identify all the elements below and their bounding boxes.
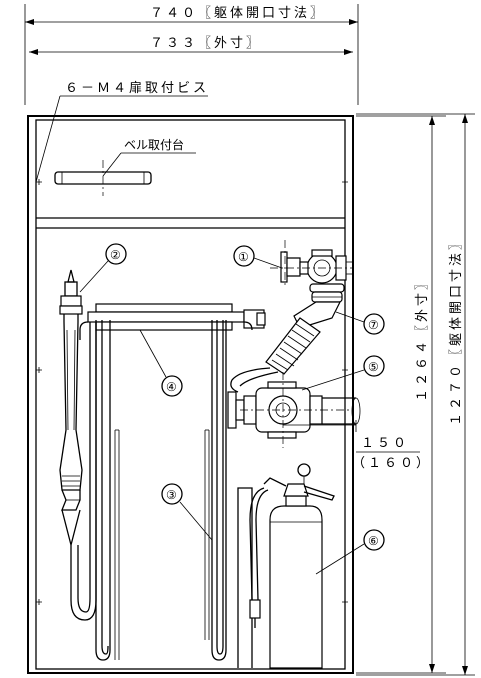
dimension-733-label: ７３３〖外寸〗: [150, 36, 262, 51]
callout-6: ⑥: [315, 529, 385, 575]
door-screw-callout: ６－Ｍ４扉取付ビス: [35, 80, 209, 183]
dimension-depth: １５０ （１６０）: [283, 420, 432, 471]
callout-7: ⑦: [335, 311, 385, 335]
dimension-body-opening-width: ７４０〖躯体開口寸法〗: [24, 4, 359, 105]
callout-3: ③: [161, 483, 213, 541]
callout-2-label: ②: [110, 248, 121, 262]
door-screw-label: ６－Ｍ４扉取付ビス: [65, 80, 209, 96]
bell-mount-label: ベル取付台: [124, 137, 184, 152]
hose-hanger: [87, 303, 266, 331]
callout-5: ⑤: [301, 355, 385, 391]
cabinet-frame: [27, 115, 354, 674]
callout-3-label: ③: [166, 488, 177, 502]
hose-nozzle: [59, 269, 83, 546]
dimension-1264-label: １２６４〖外寸〗: [415, 274, 430, 402]
bell-mount: ベル取付台: [54, 137, 196, 196]
fire-extinguisher: [237, 463, 335, 669]
dimension-160-label: （１６０）: [352, 456, 432, 471]
callout-5-label: ⑤: [368, 360, 379, 374]
dimension-outer-width: ７３３〖外寸〗: [29, 36, 353, 55]
folded-hose: [70, 320, 253, 661]
callout-1-label: ①: [238, 250, 249, 264]
callout-7-label: ⑦: [368, 318, 379, 332]
callout-4: ④: [139, 329, 183, 397]
screw-markers: [36, 179, 348, 605]
callout-1: ①: [233, 245, 283, 269]
dimension-outer-height: １２６４〖外寸〗: [356, 115, 446, 674]
callout-2: ②: [79, 243, 127, 293]
callout-4-label: ④: [166, 380, 177, 394]
upper-valve-assembly: [270, 240, 352, 329]
callout-6-label: ⑥: [368, 534, 379, 548]
lower-valve: [227, 372, 361, 448]
hose-connector-spiral: [230, 317, 321, 393]
dimension-body-opening-height: １２７０〖躯体開口寸法〗: [356, 113, 475, 676]
dimension-1270-label: １２７０〖躯体開口寸法〗: [448, 234, 464, 426]
dimension-740-label: ７４０〖躯体開口寸法〗: [150, 5, 326, 21]
dimension-150-label: １５０: [361, 436, 409, 451]
